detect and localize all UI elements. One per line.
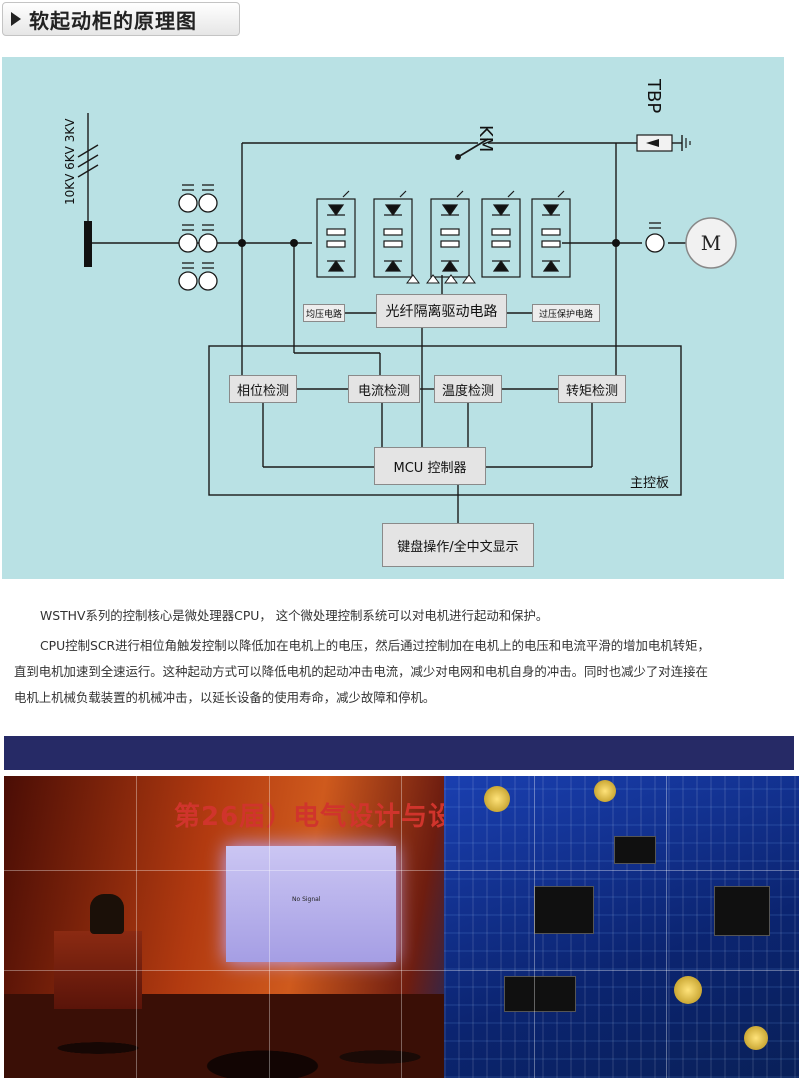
tbp-label: TBP (643, 78, 664, 113)
main-board-label: 主控板 (630, 476, 670, 491)
current-detect-block: 电流检测 (348, 375, 420, 403)
busbar (84, 221, 92, 267)
chip (714, 886, 770, 936)
motor-label: M (701, 231, 721, 255)
podium (54, 931, 142, 1009)
description-para-2-line-2: 直到电机加速到全速运行。这种起动方式可以降低电机的起动冲击电流，减少对电网和电机… (14, 664, 708, 679)
speaker-silhouette (90, 894, 124, 934)
phase-detect-block: 相位检测 (229, 375, 297, 403)
chip (504, 976, 576, 1012)
conference-circuit-photo: 第26届）电气设计与设备信息 No Signal (4, 776, 799, 1078)
frame-line (401, 776, 402, 1078)
chip (534, 886, 594, 934)
schematic-wiring: 10KV 6KV 3KV KM TBP M (63, 78, 737, 523)
capacitor (484, 786, 510, 812)
circuit-board-image (444, 776, 799, 1078)
driver-arrows (406, 274, 476, 284)
description-para-2-line-3: 电机上机械负载装置的机械冲击，以延长设备的使用寿命，减少故障和停机。 (14, 690, 436, 705)
motor-symbol (685, 217, 737, 269)
keyboard-display-block: 键盘操作/全中文显示 (382, 523, 534, 567)
frame-line (534, 776, 535, 1078)
overvoltage-protection-block: 过压保护电路 (532, 304, 600, 322)
fiber-driver-block: 光纤隔离驱动电路 (376, 294, 507, 328)
frame-line (666, 776, 667, 1078)
chip (614, 836, 656, 864)
frame-line (269, 776, 270, 1078)
current-transformers (178, 184, 218, 291)
km-contact (457, 138, 489, 158)
description-para-2-line-1: CPU控制SCR进行相位角触发控制以降低加在电机上的电压，然后通过控制加在电机上… (40, 638, 710, 653)
voltage-equalizing-block: 均压电路 (303, 304, 345, 322)
mcu-controller-block: MCU 控制器 (374, 447, 486, 485)
section-title-tab: 软起动柜的原理图 (2, 2, 240, 36)
torque-detect-block: 转矩检测 (558, 375, 626, 403)
projector-screen (226, 846, 396, 962)
play-arrow-icon (11, 12, 21, 26)
output-ct (645, 222, 665, 253)
voltage-label: 10KV 6KV 3KV (63, 118, 77, 205)
frame-line (136, 776, 137, 1078)
capacitor (594, 780, 616, 802)
description-para-1: WSTHV系列的控制核心是微处理器CPU， 这个微处理控制系统可以对电机进行起动… (40, 608, 549, 623)
capacitor (674, 976, 702, 1004)
temperature-detect-block: 温度检测 (434, 375, 502, 403)
frame-line (4, 870, 799, 871)
soft-starter-schematic: 10KV 6KV 3KV KM TBP M 光纤隔离驱动电路 均压电路 过压保护… (2, 57, 784, 579)
km-label: KM (475, 125, 496, 152)
projector-screen-text: No Signal (292, 896, 321, 903)
capacitor (744, 1026, 768, 1050)
section-title: 软起动柜的原理图 (29, 8, 197, 33)
frame-line (4, 970, 799, 971)
scr-thyristor-stack (316, 190, 571, 278)
decorative-band (4, 736, 794, 770)
